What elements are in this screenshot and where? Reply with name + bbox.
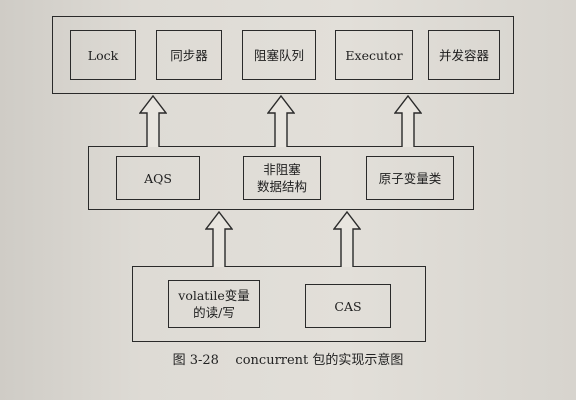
arrow-aqs-to-lock [139,95,167,147]
box-atomic-variables: 原子变量类 [366,156,454,200]
box-lock: Lock [70,30,136,80]
box-aqs: AQS [116,156,200,200]
arrow-bottom-to-middle-right [333,211,361,267]
box-executor-label: Executor [345,47,403,63]
box-concurrent-containers-label: 并发容器 [438,47,489,63]
box-nonblocking-label: 非阻塞 数据结构 [256,162,307,194]
box-volatile-read-write: volatile变量 的读/写 [168,280,260,328]
box-concurrent-containers: 并发容器 [428,30,500,80]
box-aqs-label: AQS [144,170,172,186]
box-blocking-queue-label: 阻塞队列 [253,47,304,63]
box-executor: Executor [335,30,413,80]
box-atomic-variables-label: 原子变量类 [378,170,442,186]
box-cas-label: CAS [334,298,362,314]
box-synchronizer: 同步器 [156,30,222,80]
box-blocking-queue: 阻塞队列 [242,30,316,80]
arrow-atomic-to-executor [394,95,422,147]
box-nonblocking-data-structures: 非阻塞 数据结构 [243,156,321,200]
bottom-tier-frame [132,266,426,342]
arrow-nonblocking-to-queue [267,95,295,147]
arrow-bottom-to-middle-left [205,211,233,267]
box-synchronizer-label: 同步器 [170,47,208,63]
box-volatile-label: volatile变量 的读/写 [178,288,250,320]
box-cas: CAS [305,284,391,328]
box-lock-label: Lock [87,47,119,63]
top-tier-frame [52,16,514,94]
figure-caption: 图 3-28 concurrent 包的实现示意图 [172,353,404,368]
